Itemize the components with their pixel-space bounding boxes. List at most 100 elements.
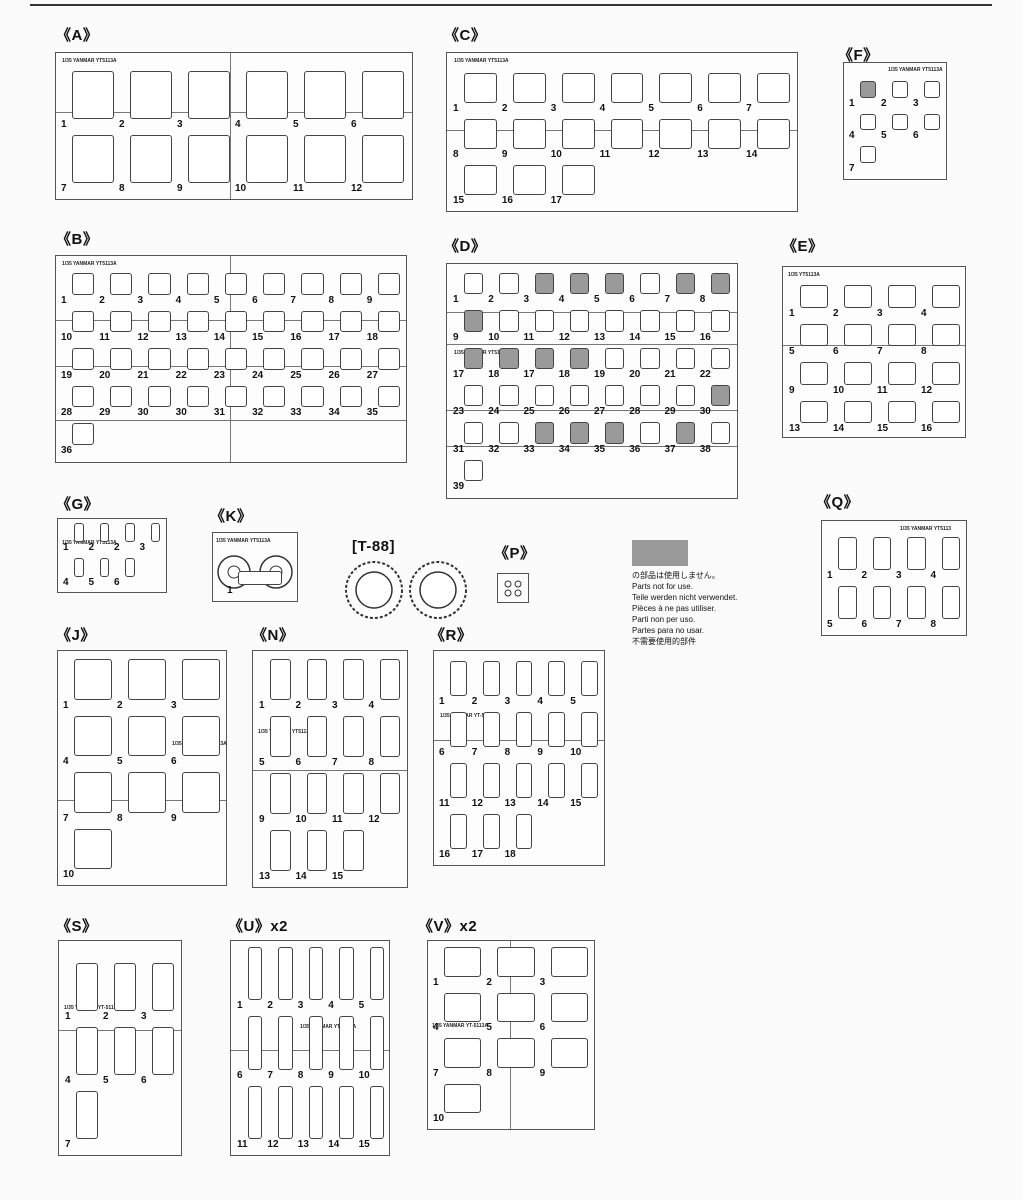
sprue-u-part-shape [248, 1016, 263, 1070]
sprue-q-header: 《Q》 [816, 494, 860, 511]
sprue-j-part-number: 1 [63, 699, 69, 711]
sprue-d-part-shape [640, 347, 660, 369]
sprue-b-part-shape [301, 385, 324, 408]
sprue-s-part-shape [114, 963, 136, 1011]
sprue-n-part-shape [379, 659, 400, 700]
sprue-d-part-number: 3 [523, 294, 530, 306]
sprue-b-part-shape [110, 310, 133, 333]
sprue-n-part-number: 12 [368, 814, 380, 825]
sprue-s-part-shape [152, 963, 174, 1011]
sprue-b-part-shape [186, 273, 209, 295]
sprue-g-part-shape [150, 523, 160, 542]
sprue-f-part-shape [892, 113, 908, 131]
sprue-d-part-number: 39 [453, 481, 465, 492]
sprue-b-part-number: 36 [61, 445, 73, 456]
sprue-r-part-shape [548, 763, 566, 798]
sprue-e-runner [783, 345, 965, 346]
sprue-q-part-shape [941, 586, 960, 619]
sprue-q-part-shape [907, 537, 926, 570]
sprue-q-part-number: 5 [827, 619, 833, 630]
sprue-d-part-shape [534, 422, 554, 444]
sprue-b-part-number: 13 [175, 332, 187, 344]
sprue-j-part-shape [128, 772, 166, 813]
sprue-s-part-shape [76, 1091, 98, 1139]
sprue-e-part-shape [800, 285, 828, 308]
sprue-u-part-shape [369, 947, 384, 1001]
sprue-d-part-shape [675, 273, 695, 295]
sprue-q-part-shape [838, 537, 857, 570]
sprue-b-part-shape [377, 385, 400, 408]
sprue-u-part-number: 4 [328, 1000, 334, 1012]
sprue-v-header: 《V》x2 [418, 918, 478, 935]
sprue-c-part-shape [512, 119, 546, 149]
sprue-b-part-shape [301, 348, 324, 370]
sprue-d-part-number: 26 [558, 406, 570, 418]
sprue-c-part-shape [708, 119, 742, 149]
sprue-v-runner [510, 941, 511, 1129]
sprue-c-part-number: 1 [453, 103, 459, 114]
sprue-b-part-shape [224, 310, 248, 333]
sprue-e-part-shape [844, 323, 872, 346]
sprue-r-part-shape [515, 661, 533, 696]
sprue-d-part-shape [534, 347, 554, 369]
sprue-c-part-number: 14 [746, 149, 758, 160]
sprue-u-part-number: 11 [237, 1139, 248, 1150]
sprue-b-part-number: 31 [213, 407, 225, 419]
sprue-b-part-number: 20 [99, 369, 111, 381]
sprue-r-part-number: 4 [537, 696, 543, 707]
sprue-b-part-shape [148, 273, 171, 295]
sprue-a-part-shape [362, 71, 404, 119]
sprue-b-part-number: 16 [290, 332, 302, 344]
sprue-u-part-shape [369, 1085, 384, 1139]
sprue-d-part-shape [499, 347, 519, 369]
sprue-c-part-number: 17 [550, 195, 562, 206]
note-de: Teile werden nicht verwendet. [632, 593, 738, 602]
sprue-b-part-shape [148, 348, 171, 370]
sprue-f-part-shape [860, 146, 876, 163]
sprue-n-part-shape [270, 830, 291, 871]
sprue-j-part-shape [128, 715, 166, 756]
sprue-c-part-shape [708, 73, 742, 103]
sprue-v-part-shape [497, 992, 535, 1022]
sprue-c-part-number: 2 [501, 103, 508, 114]
sprue-r-part-number: 9 [537, 747, 543, 758]
sprue-c-part-shape [464, 165, 497, 195]
sprue-c-part-shape [659, 119, 693, 149]
sprue-u-part-shape [339, 947, 354, 1001]
sprue-b-part-shape [72, 273, 95, 295]
sprue-c-part-shape [610, 73, 644, 103]
sprue-b-part-number: 2 [99, 294, 105, 306]
sprue-s-part-number: 2 [103, 1011, 109, 1022]
sprue-r-part-shape [581, 712, 598, 747]
sprue-f-tag: 1/35 YANMAR YT5113A [888, 67, 943, 73]
sprue-c-part-shape [464, 119, 497, 149]
sprue-g-part-number: 2 [114, 542, 120, 553]
page-top-rule [30, 4, 992, 6]
sprue-b-part-shape [186, 310, 209, 333]
unused-parts-swatch [632, 540, 688, 566]
sprue-d-part-number: 7 [664, 294, 671, 306]
sprue-v-tag: 1/35 YANMAR YT-5113A [432, 1023, 489, 1029]
sprue-d-part-number: 13 [594, 331, 606, 343]
sprue-d-part-shape [710, 347, 730, 369]
sprue-e-part-number: 12 [921, 384, 933, 396]
sprue-e-part-shape [888, 362, 916, 385]
sprue-d-part-shape [534, 385, 554, 407]
sprue-a-part-number: 4 [235, 119, 241, 130]
sprue-d-part-shape [569, 422, 589, 444]
sprue-v-part-shape [444, 992, 482, 1022]
sprue-k-part-number: 1 [227, 585, 233, 596]
sprue-e-part-shape [932, 285, 960, 308]
sprue-e-part-number: 1 [789, 307, 795, 319]
sprue-u-part-number: 12 [267, 1139, 279, 1150]
sprue-c-part-number: 13 [697, 149, 709, 160]
sprue-j-part-number: 6 [171, 756, 177, 767]
sprue-d-part-number: 1 [453, 294, 459, 306]
sprue-s-part-shape [152, 1027, 174, 1075]
sprue-p-frame [497, 573, 529, 603]
sprue-n-part-shape [306, 773, 327, 814]
sprue-d-runner-2 [447, 344, 737, 345]
sprue-n-part-shape [343, 659, 364, 700]
note-jp: の部品は使用しません。 [632, 571, 720, 580]
sprue-a-part-shape [304, 71, 346, 119]
